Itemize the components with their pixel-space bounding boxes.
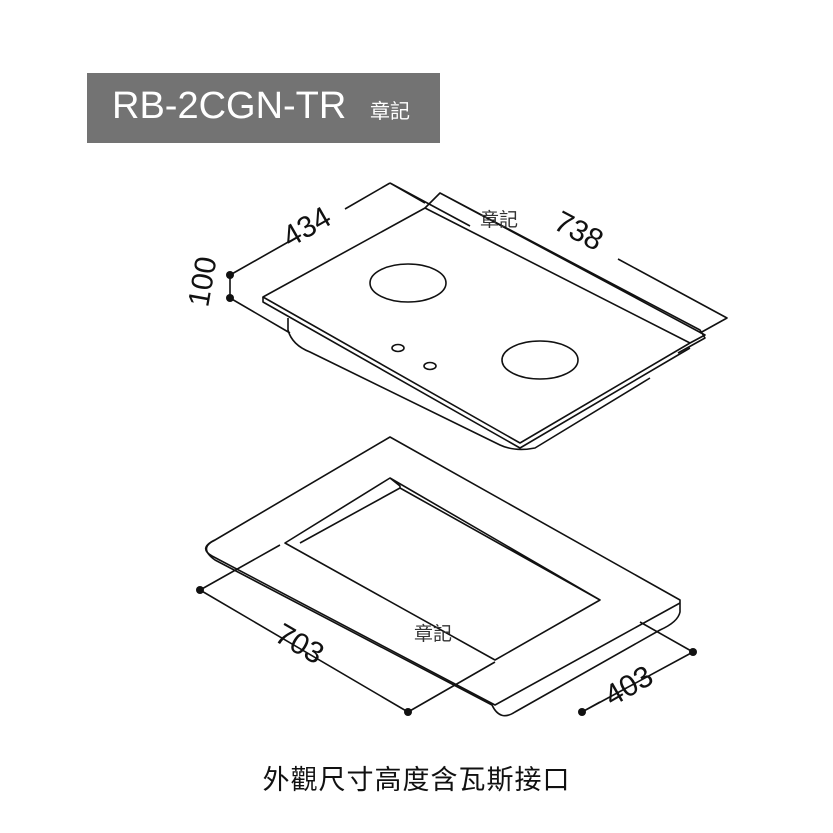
watermark: 章記 <box>414 623 452 645</box>
countertop <box>205 436 681 717</box>
cutout <box>284 477 601 661</box>
knob-right <box>423 361 437 371</box>
caption: 外觀尺寸高度含瓦斯接口 <box>262 765 571 796</box>
model-number: RB-2CGN-TR <box>112 85 347 127</box>
burner-left <box>369 263 447 303</box>
hob-rear-panel <box>424 192 706 354</box>
knob-left <box>391 343 405 353</box>
brand-label: 章記 <box>370 101 410 123</box>
dim-100: 100 <box>182 254 223 309</box>
dim-738: 738 <box>549 205 609 258</box>
burner-right <box>501 340 579 380</box>
watermark: 章記 <box>480 209 518 231</box>
hob-body <box>287 318 651 451</box>
dim-703: 703 <box>270 617 330 671</box>
dim-434: 434 <box>277 200 337 254</box>
model-header: RB-2CGN-TR 章記 <box>87 73 440 143</box>
hob-top-plate <box>262 207 691 444</box>
dim-403: 403 <box>599 659 659 713</box>
